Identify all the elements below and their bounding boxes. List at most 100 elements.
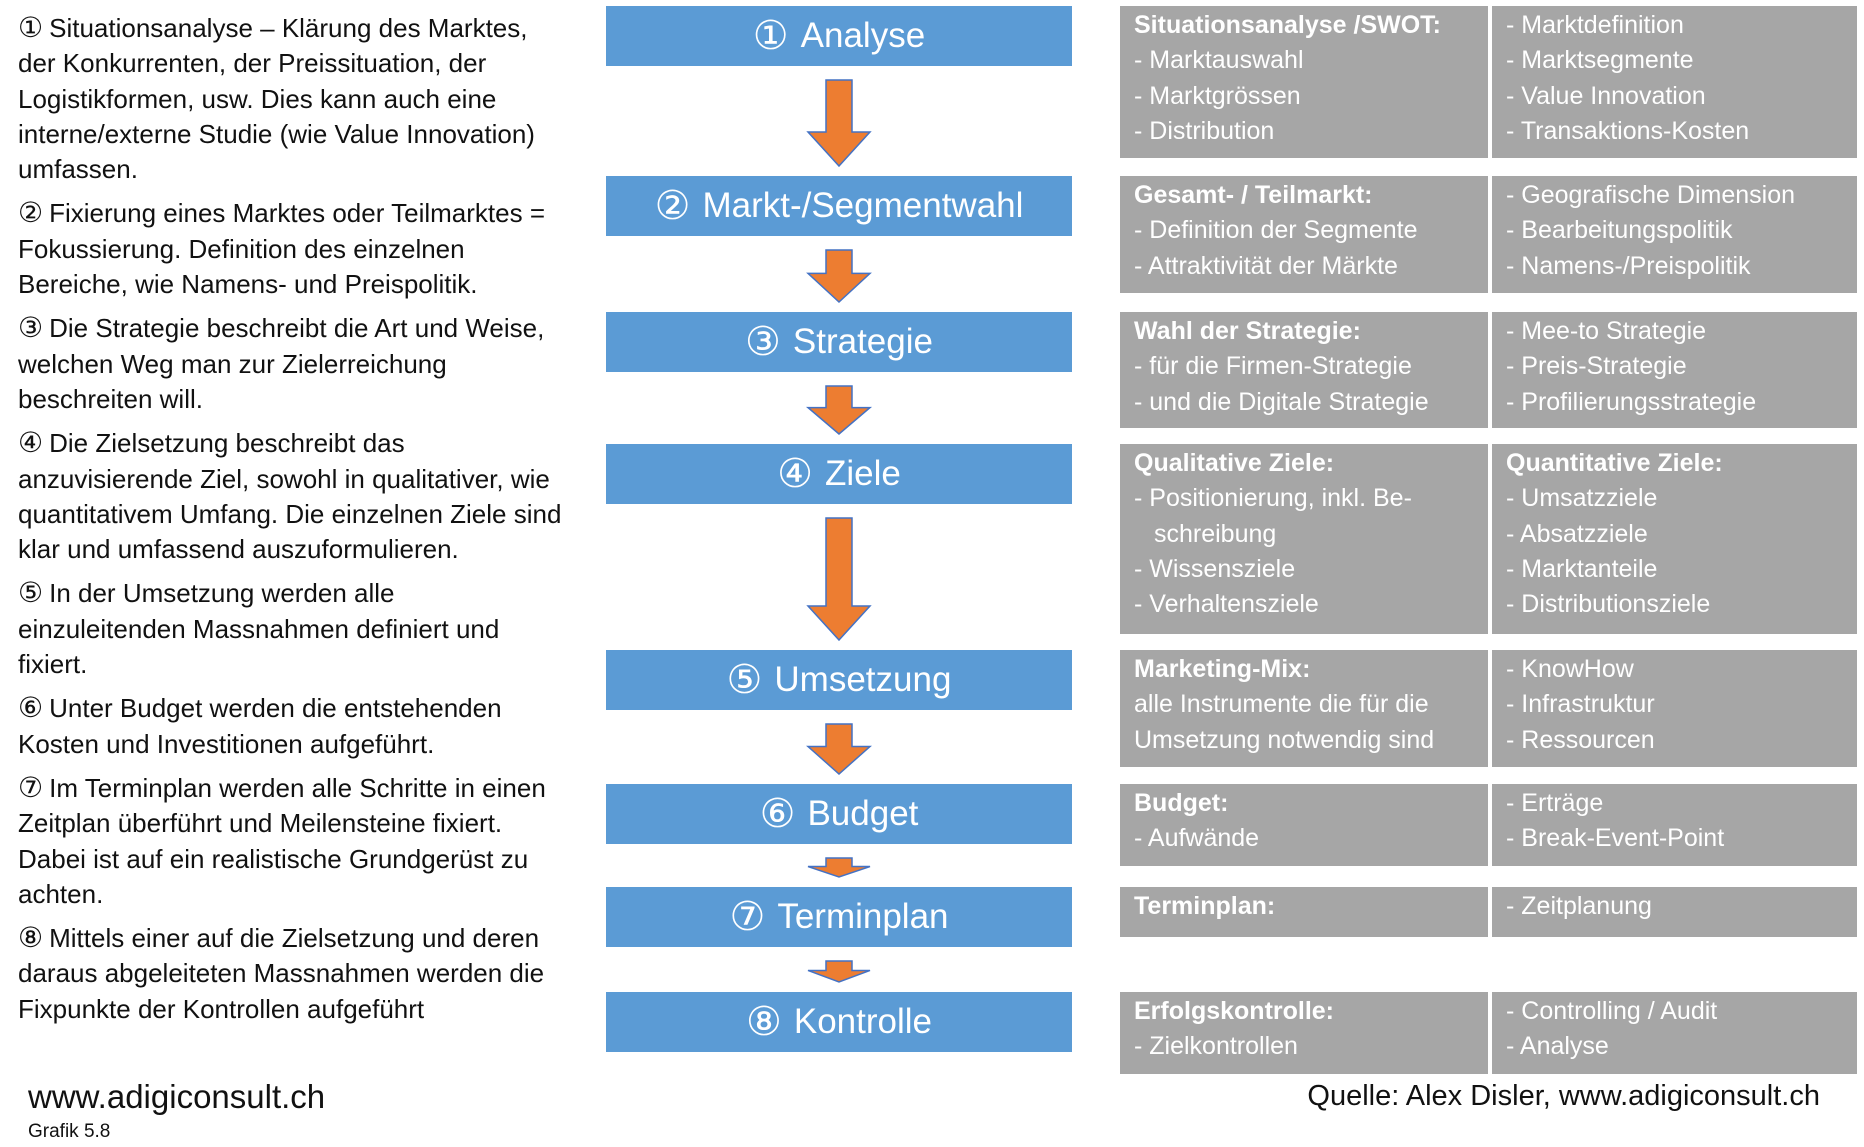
cell-header: Quantitative Ziele: xyxy=(1506,449,1723,477)
table-cell-5-right: - KnowHow - Infrastruktur - Ressourcen xyxy=(1492,650,1857,767)
cell-line: - Marktgrössen xyxy=(1134,81,1301,110)
cell-header: Qualitative Ziele: xyxy=(1134,449,1335,477)
table-cell-8-left: Erfolgskontrolle:- Zielkontrollen xyxy=(1120,992,1488,1074)
table-cell-3-left: Wahl der Strategie: - für die Firmen-Stra… xyxy=(1120,312,1488,428)
step-label: Budget xyxy=(807,794,919,833)
cell-line: - und die Digitale Strategie xyxy=(1134,387,1429,416)
description-line: Im Terminplan werden alle Schritte in ei… xyxy=(49,772,546,803)
cell-line: - Marktauswahl xyxy=(1134,46,1304,75)
table-cell-4-right: Quantitative Ziele:- Umsatzziele- Absatz… xyxy=(1492,444,1857,634)
cell-line: - Ressourcen xyxy=(1506,725,1655,754)
description-number: ⑦ xyxy=(18,770,44,804)
cell-line: - Positionierung, inkl. Be- xyxy=(1134,484,1412,513)
cell-line: - Break-Event-Point xyxy=(1506,824,1725,853)
cell-line: - Infrastruktur xyxy=(1506,690,1655,719)
description-number: ③ xyxy=(18,311,44,345)
description-line: Fokussierung. Definition des einzelnen xyxy=(18,233,465,264)
description-line: einzuleitenden Massnahmen definiert und xyxy=(18,613,500,644)
flow-arrow-5 xyxy=(806,723,872,776)
step-label: Kontrolle xyxy=(793,1002,932,1041)
cell-line: - Controlling / Audit xyxy=(1506,997,1718,1025)
description-number: ① xyxy=(18,11,44,44)
cell-line: - Zielkontrollen xyxy=(1134,1032,1298,1061)
step-number: ④ xyxy=(777,451,813,497)
step-number: ⑥ xyxy=(759,791,796,837)
description-line: Fixpunkte der Kontrollen aufgeführt xyxy=(18,993,425,1024)
website-label: www.adigiconsult.ch xyxy=(28,1078,326,1115)
description-line: Unter Budget werden die entstehenden xyxy=(49,693,502,724)
table-cell-1-right: - Marktdefinition- Marktsegmente- Value … xyxy=(1492,6,1857,158)
step-label: Markt-/Segmentwahl xyxy=(702,186,1024,225)
cell-header: Wahl der Strategie: xyxy=(1134,317,1361,345)
flow-arrow-1 xyxy=(806,79,872,168)
cell-line: - Namens-/Preispolitik xyxy=(1506,251,1751,280)
description-line: beschreiten will. xyxy=(18,383,203,414)
cell-line: - für die Firmen-Strategie xyxy=(1134,352,1412,381)
cell-line: - Zeitplanung xyxy=(1506,892,1652,920)
step-label: Strategie xyxy=(792,322,933,361)
description-number: ⑧ xyxy=(18,921,44,955)
step-number: ② xyxy=(654,183,691,229)
description-line: Fixierung eines Marktes oder Teilmarktes… xyxy=(49,198,546,229)
description-line: quantitativem Umfang. Die einzelnen Ziel… xyxy=(18,498,562,529)
table-cell-6-left: Budget:- Aufwände xyxy=(1120,784,1488,866)
step-label: Terminplan xyxy=(777,897,949,936)
cell-line: - Profilierungsstrategie xyxy=(1506,387,1757,416)
table-cell-2-left: Gesamt- / Teilmarkt: - Definition der Seg… xyxy=(1120,176,1488,293)
description-line: anzuvisierende Ziel, sowohl in qualitati… xyxy=(18,463,550,494)
cell-line: - Distributionsziele xyxy=(1506,590,1711,619)
description-number: ⑤ xyxy=(18,576,44,610)
description-line: Mittels einer auf die Zielsetzung und de… xyxy=(49,923,540,954)
description-line: Zeitplan überführt und Meilensteine fixi… xyxy=(18,808,503,839)
cell-line: - Preis-Strategie xyxy=(1506,352,1687,381)
flow-arrow-3 xyxy=(805,385,873,435)
cell-header: Marketing-Mix: xyxy=(1134,655,1311,683)
description-number: ⑥ xyxy=(18,691,44,725)
cell-line: - KnowHow xyxy=(1506,655,1634,683)
description-number: ② xyxy=(18,196,44,230)
description-line: Die Zielsetzung beschreibt das xyxy=(49,428,405,459)
step-number: ① xyxy=(752,13,789,59)
description-line: Bereiche, wie Namens- und Preispolitik. xyxy=(18,269,478,300)
cell-line: - Wissensziele xyxy=(1134,554,1296,583)
description-line: klar und umfassend auszuformulieren. xyxy=(18,534,459,565)
table-cell-7-right: - Zeitplanung xyxy=(1492,887,1857,937)
step-label: Ziele xyxy=(824,454,901,493)
description-line: fixiert. xyxy=(18,649,88,680)
description-line: Situationsanalyse – Klärung des Marktes, xyxy=(49,13,528,43)
cell-line: Umsetzung notwendig sind xyxy=(1134,725,1435,754)
description-line: welchen Weg man zur Zielerreichung xyxy=(18,348,447,379)
flow-arrow-7 xyxy=(807,960,871,983)
step-number: ⑦ xyxy=(729,894,766,940)
cell-line: alle Instrumente die für die xyxy=(1134,690,1429,719)
cell-line: - Erträge xyxy=(1506,789,1604,817)
step-number: ③ xyxy=(745,319,781,365)
cell-header: Gesamt- / Teilmarkt: xyxy=(1134,181,1373,209)
step-box-2: ② Markt-/Segmentwahl xyxy=(606,176,1072,236)
cell-line: - Verhaltensziele xyxy=(1134,590,1319,619)
cell-line: - Analyse xyxy=(1506,1032,1609,1061)
flow-arrow-6 xyxy=(807,857,871,878)
table-cell-1-left: Situationsanalyse /SWOT:- Marktauswahl- … xyxy=(1120,6,1488,158)
description-line: Kosten und Investitionen aufgeführt. xyxy=(18,728,435,759)
flow-arrow-2 xyxy=(806,249,872,304)
table-cell-3-right: - Mee-to Strategie- Preis-Strategie- Pro… xyxy=(1492,312,1857,428)
description-line: achten. xyxy=(18,878,104,909)
cell-line: - Marktdefinition xyxy=(1506,11,1684,39)
source-label: Quelle: Alex Disler, www.adigiconsult.ch xyxy=(1307,1080,1820,1112)
description-line: interne/externe Studie (wie Value Innova… xyxy=(18,118,535,149)
step-box-4: ④ Ziele xyxy=(606,444,1072,504)
cell-line: - Definition der Segmente xyxy=(1134,216,1418,245)
cell-line: - Marktsegmente xyxy=(1506,46,1694,75)
